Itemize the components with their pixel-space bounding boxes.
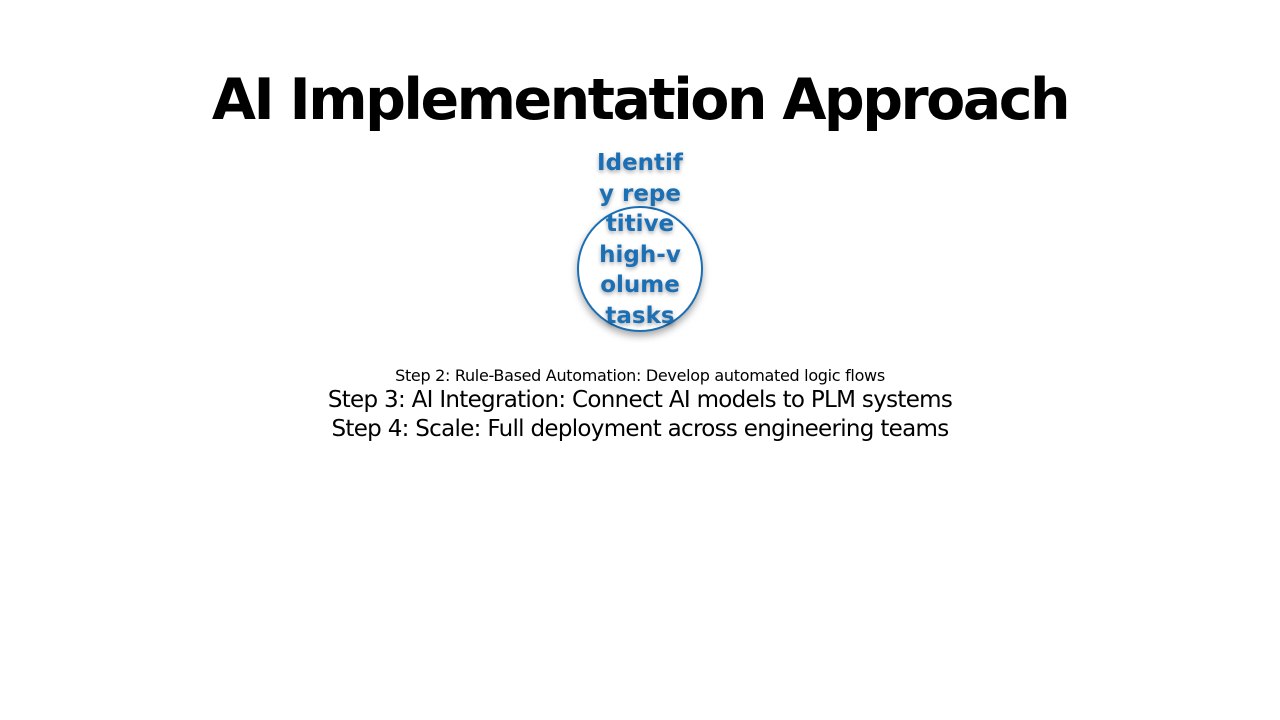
- step-3-text: Step 3: AI Integration: Connect AI model…: [327, 387, 953, 413]
- step-1-circle: [577, 206, 703, 332]
- step-1-label: Identify repetitive high-volume tasks: [597, 150, 683, 329]
- step-2-text: Step 2: Rule-Based Automation: Develop a…: [395, 366, 885, 385]
- step-4-text: Step 4: Scale: Full deployment across en…: [331, 416, 950, 442]
- slide-title: AI Implementation Approach: [211, 67, 1071, 133]
